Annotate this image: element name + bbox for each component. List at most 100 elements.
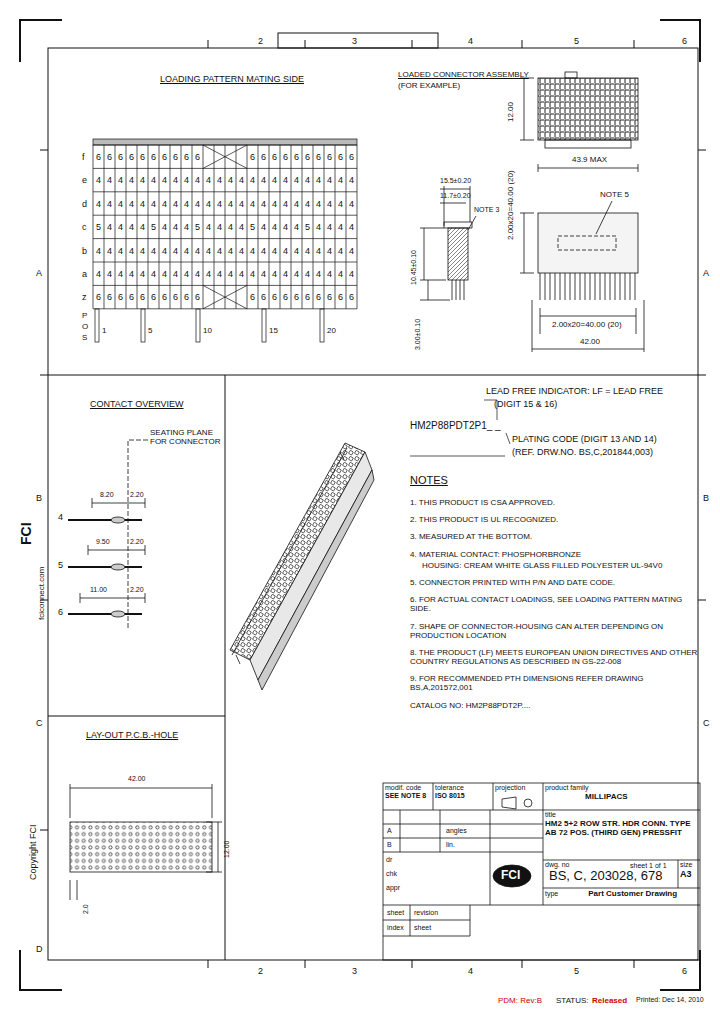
- row-letter: b: [82, 246, 87, 256]
- table-cell: 4: [258, 199, 269, 209]
- loaded-assembly-views: [538, 164, 638, 172]
- view-region: LAY-OUT P.C.B.-HOLE: [48, 717, 225, 960]
- loaded-assembly-views: [532, 300, 644, 352]
- loaded-assembly-views: [538, 78, 638, 140]
- dimension: 2.20: [130, 491, 144, 499]
- position-number: S: [82, 333, 87, 342]
- part-number: HM2P88PDT2P1_ _: [410, 420, 501, 432]
- zone-marker: B: [36, 493, 42, 503]
- table-cell: 6: [148, 292, 159, 302]
- table-cell: 6: [192, 152, 203, 162]
- loading-pattern-grid: [148, 145, 149, 309]
- connector-3d-view: [230, 443, 365, 660]
- table-cell: 4: [313, 175, 324, 185]
- table-cell: 6: [313, 292, 324, 302]
- table-cell: 4: [93, 269, 104, 279]
- table-cell: 5: [148, 222, 159, 232]
- contact-overview-pins: [111, 611, 125, 617]
- website: fciconnect.com: [37, 567, 46, 620]
- table-cell: 6: [269, 292, 280, 302]
- contact-overview-pins: [88, 545, 145, 555]
- table-cell: 6: [258, 152, 269, 162]
- pdm-status: STATUS:: [556, 996, 589, 1005]
- dimension: 3.00±0.10: [414, 319, 422, 350]
- connector-3d-view: [232, 448, 347, 664]
- table-cell: 6: [269, 152, 280, 162]
- zone-marker: 2: [258, 966, 263, 976]
- loaded-assembly-views: [565, 72, 577, 78]
- table-cell: 4: [115, 199, 126, 209]
- title-block-lines: [383, 783, 700, 905]
- note-callout: NOTE 5: [600, 190, 629, 199]
- table-cell: 4: [115, 175, 126, 185]
- table-cell: 4: [313, 269, 324, 279]
- connector-3d-view: [230, 443, 374, 690]
- table-cell: 4: [181, 199, 192, 209]
- position-number: P: [82, 311, 87, 320]
- pcb-hole-layout: [70, 822, 212, 872]
- table-cell: 4: [324, 175, 335, 185]
- table-cell: 4: [291, 222, 302, 232]
- dimension: 2.00x20=40.00 (20): [506, 170, 515, 240]
- table-cell: 4: [280, 269, 291, 279]
- row-letter: c: [82, 222, 87, 232]
- zone-marker: 6: [682, 966, 687, 976]
- table-cell: 6: [192, 292, 203, 302]
- table-cell: 6: [335, 292, 346, 302]
- loaded-assembly-views: [440, 186, 470, 226]
- table-cell: 4: [302, 269, 313, 279]
- drawing-label: chk: [386, 870, 397, 878]
- drawing-label: dr: [386, 856, 392, 864]
- drawing-label: (REF. DRW.NO. BS,C,201844,003): [512, 447, 653, 457]
- table-cell: 4: [335, 222, 346, 232]
- loading-pattern-grid: [346, 145, 347, 309]
- table-cell: 4: [93, 246, 104, 256]
- pdm-status: Printed: Dec 14, 2010: [636, 996, 704, 1004]
- table-cell: 6: [115, 292, 126, 302]
- note: 3. MEASURED AT THE BOTTOM.: [410, 532, 698, 541]
- table-cell: 4: [346, 246, 357, 256]
- table-cell: 4: [269, 222, 280, 232]
- table-cell: 4: [236, 175, 247, 185]
- loading-pattern-grid: [324, 145, 325, 309]
- table-cell: 4: [159, 199, 170, 209]
- table-cell: 4: [313, 199, 324, 209]
- table-cell: 4: [225, 222, 236, 232]
- zone-marker: A: [36, 268, 42, 278]
- table-cell: 4: [280, 175, 291, 185]
- zone-marker: 3: [352, 36, 357, 46]
- table-cell: 6: [159, 152, 170, 162]
- table-cell: 4: [302, 246, 313, 256]
- loaded-assembly-views: [596, 201, 612, 234]
- table-cell: 6: [115, 152, 126, 162]
- catalog-number: CATALOG NO: HM2P88PDT2P....: [410, 701, 698, 710]
- loading-pattern-grid: [104, 145, 105, 309]
- drawing-label: sheet: [414, 924, 431, 932]
- contact-overview-pins: [80, 593, 145, 603]
- drawing-label: sheet 1 of 1: [630, 862, 667, 870]
- zone-marker: C: [36, 718, 43, 728]
- loading-pattern-grid: [115, 145, 116, 309]
- sheet-frame: [48, 48, 698, 960]
- table-cell: 4: [236, 199, 247, 209]
- loading-pattern-grid: [262, 309, 266, 342]
- table-cell: 4: [291, 269, 302, 279]
- cell-heading: type: [545, 890, 558, 898]
- drawing-label: (DIGIT 15 & 16): [494, 399, 557, 409]
- zone-marker: 5: [574, 966, 579, 976]
- loaded-assembly-views: [444, 222, 472, 300]
- row-letter: a: [82, 269, 87, 279]
- loading-pattern-grid: [170, 145, 171, 309]
- table-cell: 4: [335, 199, 346, 209]
- cell-heading: title: [545, 811, 698, 819]
- loading-pattern-grid: [137, 145, 138, 309]
- zone-marker: C: [703, 718, 710, 728]
- table-cell: 6: [280, 292, 291, 302]
- note: 5. CONNECTOR PRINTED WITH P/N AND DATE C…: [410, 578, 698, 587]
- drawing-label: LEAD FREE INDICATOR: LF = LEAD FREE: [486, 386, 663, 396]
- loading-pattern-grid: [291, 145, 292, 309]
- table-cell: 4: [126, 269, 137, 279]
- table-cell: 4: [324, 199, 335, 209]
- loading-pattern-grid: [247, 145, 248, 309]
- table-cell: 4: [181, 175, 192, 185]
